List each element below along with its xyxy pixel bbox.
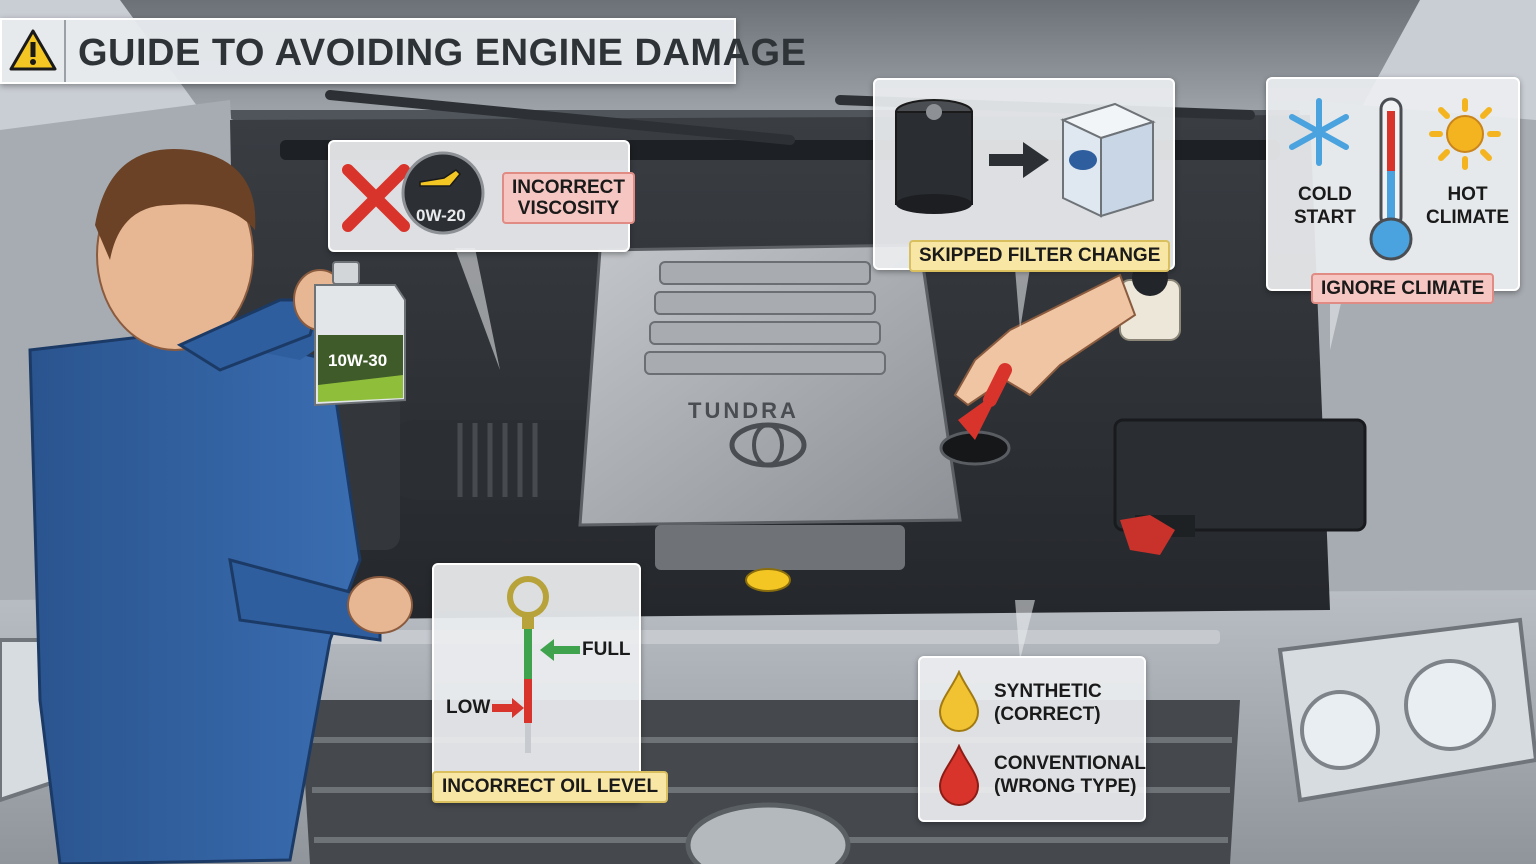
dipstick-icon — [507, 576, 549, 753]
title-divider — [64, 20, 66, 82]
viscosity-line2: VISCOSITY — [517, 198, 620, 219]
synthetic-text: SYNTHETIC (CORRECT) — [994, 680, 1102, 726]
oil-filter-icon — [895, 99, 973, 214]
oil-bottle — [314, 261, 406, 407]
synthetic-drop-icon — [938, 670, 980, 732]
synthetic-line2: (CORRECT) — [994, 704, 1101, 725]
hot-line2: CLIMATE — [1426, 207, 1510, 228]
viscosity-cap-grade: 0W-20 — [416, 206, 466, 225]
headlight-right — [1277, 617, 1536, 803]
radiator-cap — [745, 568, 791, 592]
filter-callout: SKIPPED FILTER CHANGE — [873, 78, 1175, 272]
callout-pointers — [455, 248, 1345, 660]
title-banner: GUIDE TO AVOIDING ENGINE DAMAGE — [0, 18, 806, 84]
bottle-grade: 10W-30 — [328, 351, 388, 370]
climate-callout: COLD START HOT CLIMATE — [1266, 77, 1520, 291]
snowflake-icon — [1289, 98, 1349, 166]
full-label: FULL — [582, 639, 631, 660]
viscosity-tag: INCORRECT VISCOSITY — [502, 172, 635, 224]
synthetic-line1: SYNTHETIC — [994, 681, 1102, 702]
oil-level-callout: FULL LOW — [432, 563, 641, 803]
hot-climate-text: HOT CLIMATE — [1426, 183, 1509, 229]
climate-tag: IGNORE CLIMATE — [1311, 273, 1495, 304]
low-label: LOW — [446, 697, 491, 718]
arrow-full-icon — [540, 639, 580, 661]
sun-icon — [1429, 98, 1501, 170]
filter-box-icon — [1060, 102, 1156, 218]
engine-brand: TUNDRA — [688, 398, 799, 423]
viscosity-line1: INCORRECT — [512, 177, 625, 198]
oil-cap-icon — [401, 151, 485, 235]
arrow-low-icon — [492, 698, 524, 718]
thermometer-icon — [1369, 97, 1413, 261]
conventional-line1: CONVENTIONAL — [994, 753, 1146, 774]
oil-type-callout: SYNTHETIC (CORRECT) CONVENTIONAL (WRONG … — [918, 656, 1146, 822]
cold-line1: COLD — [1298, 184, 1352, 205]
cold-start-text: COLD START — [1294, 183, 1356, 229]
cross-icon — [342, 164, 410, 232]
conventional-line2: (WRONG TYPE) — [994, 776, 1137, 797]
warning-icon — [9, 29, 57, 71]
hot-line1: HOT — [1447, 184, 1488, 205]
mechanic — [28, 148, 413, 864]
conventional-drop-icon — [938, 744, 980, 806]
conventional-text: CONVENTIONAL (WRONG TYPE) — [994, 752, 1146, 798]
cold-line2: START — [1294, 207, 1356, 228]
viscosity-callout: 0W-20 INCORRECT VISCOSITY — [328, 140, 635, 252]
hand-pouring — [953, 273, 1137, 440]
battery — [1113, 418, 1367, 555]
page-title: GUIDE TO AVOIDING ENGINE DAMAGE — [78, 32, 807, 74]
engine-cover — [578, 243, 962, 570]
arrow-right-icon — [989, 142, 1049, 178]
filter-tag: SKIPPED FILTER CHANGE — [909, 240, 1171, 272]
oil-level-tag: INCORRECT OIL LEVEL — [432, 771, 669, 803]
